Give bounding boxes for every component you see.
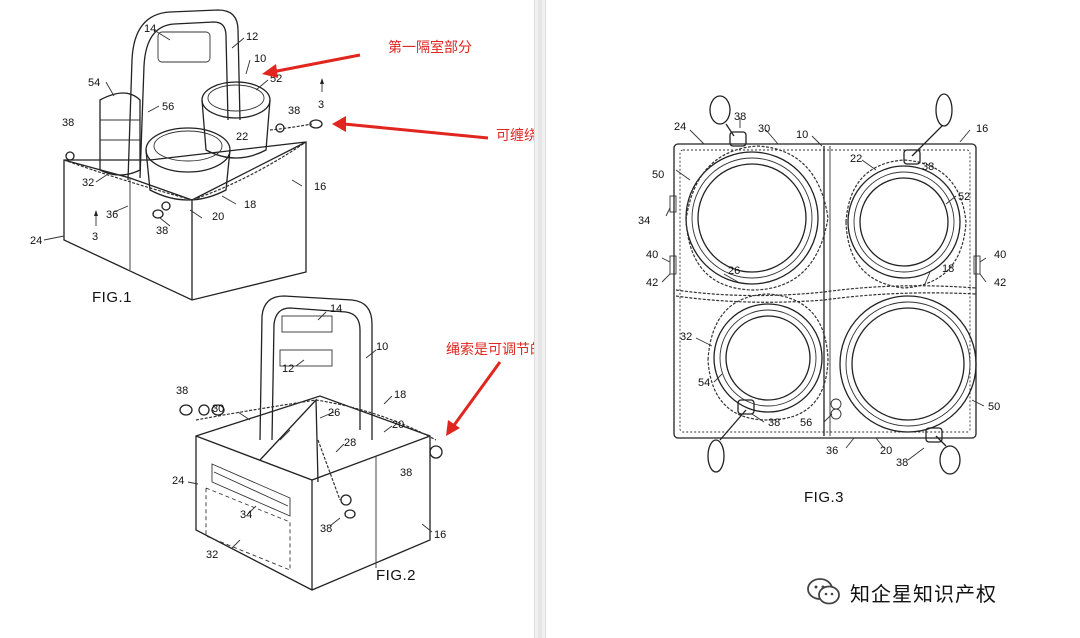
fig3-ref: 38: [896, 457, 908, 469]
fig1-ref: 38: [156, 225, 168, 237]
fig3-ref: 36: [826, 445, 838, 457]
fig1-ref: 3: [92, 231, 98, 243]
fig1-ref: 24: [30, 235, 42, 247]
fig2-ref: 32: [206, 549, 218, 561]
fig1-ref: 38: [288, 105, 300, 117]
fig1-ref: 38: [62, 117, 74, 129]
fig3-ref: 18: [942, 263, 954, 275]
fig3-ref: 56: [800, 417, 812, 429]
watermark: 知企星知识产权: [806, 574, 1066, 610]
fig3-ref: 50: [988, 401, 1000, 413]
fig2-caption: FIG.2: [376, 567, 416, 584]
fig1-ref: 36: [106, 209, 118, 221]
fig2-ref: 26: [328, 407, 340, 419]
annotation-arrows: [262, 53, 502, 436]
fig3-ref: 40: [994, 249, 1006, 261]
fig3-ref: 20: [880, 445, 892, 457]
fig3-drawing: 38 24 30 10 16 22 38 50 52 34 40 42 26 1…: [638, 93, 1006, 506]
fig3-ref: 24: [674, 121, 686, 133]
fig2-ref: 30: [212, 403, 224, 415]
fig3-ref: 52: [958, 191, 970, 203]
fig1-ref: 3: [318, 99, 324, 111]
fig1-drawing: 14 12 10 54 52 56 3 38 22 38 32 36 3 38 …: [30, 9, 326, 306]
fig1-ref: 10: [254, 53, 266, 65]
fig3-ref: 42: [646, 277, 658, 289]
fig3-ref: 54: [698, 377, 710, 389]
scroll-thumb[interactable]: [538, 0, 542, 638]
fig3-ref: 38: [734, 111, 746, 123]
annotation-compartment: 第一隔室部分: [388, 39, 472, 56]
fig2-ref: 38: [400, 467, 412, 479]
fig1-caption: FIG.1: [92, 289, 132, 306]
fig1-ref: 14: [144, 23, 156, 35]
fig3-caption: FIG.3: [804, 489, 844, 506]
annotation-adjustable-rope: 绳索是可调节的: [446, 341, 534, 358]
fig3-drawing-group: 38 24 30 10 16 22 38 50 52 34 40 42 26 1…: [638, 93, 1006, 506]
fig1-ref: 22: [236, 131, 248, 143]
fig3-ref: 32: [680, 331, 692, 343]
fig1-ref: 16: [314, 181, 326, 193]
fig2-ref: 28: [344, 437, 356, 449]
fig3-ref: 30: [758, 123, 770, 135]
fig1-ref: 20: [212, 211, 224, 223]
fig2-ref: 10: [376, 341, 388, 353]
fig1-ref: 32: [82, 177, 94, 189]
fig1-ref: 56: [162, 101, 174, 113]
left-figure-panel: 14 12 10 54 52 56 3 38 22 38 32 36 3 38 …: [0, 0, 534, 638]
fig3-ref: 10: [796, 129, 808, 141]
fig3-ref: 38: [768, 417, 780, 429]
fig1-ref: 18: [244, 199, 256, 211]
fig2-ref: 20: [392, 419, 404, 431]
fig3-ref: 26: [728, 265, 740, 277]
fig1-ref: 12: [246, 31, 258, 43]
panel-divider-scrollbar[interactable]: [534, 0, 546, 638]
fig2-ref: 38: [320, 523, 332, 535]
fig3-ref: 38: [922, 161, 934, 173]
fig3-ref: 40: [646, 249, 658, 261]
fig2-ref: 16: [434, 529, 446, 541]
fig2-ref: 24: [172, 475, 184, 487]
fig2-drawing: 14 12 10 38 30 18 26 20 28 24 38 34 38 1…: [172, 295, 446, 591]
fig3-ref: 16: [976, 123, 988, 135]
watermark-text: 知企星知识产权: [850, 581, 997, 606]
annotation-wrap-rope: 可缠绕的绳索: [496, 127, 534, 144]
fig2-ref: 14: [330, 303, 342, 315]
fig2-ref: 38: [176, 385, 188, 397]
fig3-ref: 50: [652, 169, 664, 181]
wechat-icon: [807, 578, 840, 605]
fig2-ref: 12: [282, 363, 294, 375]
fig1-fig2-drawing: 14 12 10 54 52 56 3 38 22 38 32 36 3 38 …: [30, 9, 534, 591]
fig3-ref: 22: [850, 153, 862, 165]
fig3-ref: 34: [638, 215, 650, 227]
fig3-ref: 42: [994, 277, 1006, 289]
fig2-ref: 18: [394, 389, 406, 401]
fig1-ref: 54: [88, 77, 100, 89]
fig2-ref: 34: [240, 509, 252, 521]
right-figure-panel: 38 24 30 10 16 22 38 50 52 34 40 42 26 1…: [546, 0, 1080, 638]
